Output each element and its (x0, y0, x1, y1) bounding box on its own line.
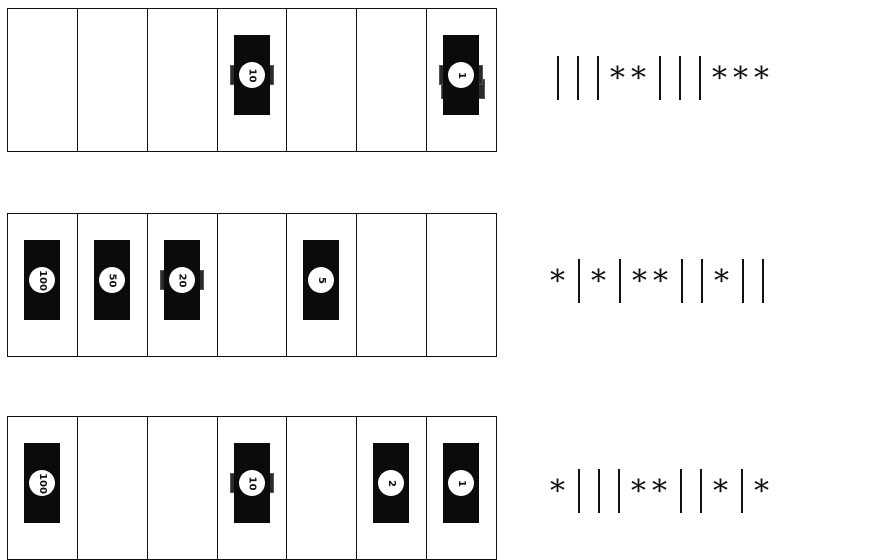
bar-symbol (598, 469, 600, 513)
tray-slot: 10 (218, 9, 288, 151)
coin-tray-row: 100 50 20 5 (7, 213, 497, 357)
bar-symbol (557, 56, 559, 100)
star-symbol: * (550, 474, 567, 509)
bar-symbol (742, 259, 744, 303)
bar-symbol (597, 56, 599, 100)
star-symbol: * (550, 264, 567, 299)
tray-slot (287, 9, 357, 151)
bar-symbol (701, 259, 703, 303)
star-symbol: * (733, 61, 750, 96)
denomination-label: 2 (386, 480, 397, 487)
coin-tray-row: 10 1 (7, 8, 497, 152)
denomination-label: 100 (37, 473, 48, 494)
tray-slot: 5 (287, 214, 357, 356)
star-symbol: * (631, 474, 648, 509)
bill-note: 100 (24, 240, 60, 320)
tray-slot: 10 (218, 417, 288, 559)
bar-symbol (699, 56, 701, 100)
bar-symbol (700, 469, 702, 513)
star-symbol: * (714, 264, 731, 299)
tray-slot: 2 (357, 417, 427, 559)
bill-note: 20 (164, 240, 200, 320)
bar-symbol (762, 259, 764, 303)
tray-slot: 20 (148, 214, 218, 356)
stars-and-bars-code: ***** (548, 256, 773, 306)
denomination-badge: 50 (99, 267, 125, 293)
denomination-badge: 10 (239, 62, 265, 88)
tray-slot (8, 9, 78, 151)
tray-slot (287, 417, 357, 559)
bill-note: 2 (373, 443, 409, 523)
denomination-label: 10 (246, 476, 257, 490)
denomination-badge: 100 (29, 267, 55, 293)
denomination-badge: 1 (448, 470, 474, 496)
star-symbol: * (653, 264, 670, 299)
star-symbol: * (754, 61, 771, 96)
bill-note: 5 (303, 240, 339, 320)
star-symbol: * (591, 264, 608, 299)
star-symbol: * (652, 474, 669, 509)
denomination-badge: 1 (448, 62, 474, 88)
star-symbol: * (631, 61, 648, 96)
bar-symbol (741, 469, 743, 513)
denomination-badge: 2 (378, 470, 404, 496)
bar-symbol (577, 56, 579, 100)
bar-symbol (578, 469, 580, 513)
star-symbol: * (632, 264, 649, 299)
tray-slot (427, 214, 496, 356)
tray-slot (218, 214, 288, 356)
bill-note: 10 (234, 443, 270, 523)
coin-tray-row: 100 10 2 1 (7, 416, 497, 560)
tray-slot: 1 (427, 417, 496, 559)
denomination-label: 1 (456, 480, 467, 487)
denomination-badge: 10 (239, 470, 265, 496)
denomination-badge: 20 (169, 267, 195, 293)
bill-note: 1 (443, 443, 479, 523)
stars-and-bars-code: ***** (548, 53, 773, 103)
bill-note: 10 (234, 35, 270, 115)
tray-slot (357, 214, 427, 356)
star-symbol: * (712, 61, 729, 96)
bar-symbol (681, 259, 683, 303)
stars-and-bars-code: ***** (548, 466, 773, 516)
denomination-label: 5 (316, 277, 327, 284)
star-symbol: * (754, 474, 771, 509)
tray-slot: 100 (8, 417, 78, 559)
tray-slot: 1 (427, 9, 496, 151)
bill-note: 50 (94, 240, 130, 320)
bar-symbol (619, 259, 621, 303)
bar-symbol (659, 56, 661, 100)
tray-slot: 100 (8, 214, 78, 356)
tray-slot (148, 9, 218, 151)
bar-symbol (679, 56, 681, 100)
tray-slot (148, 417, 218, 559)
star-symbol: * (610, 61, 627, 96)
bar-symbol (680, 469, 682, 513)
denomination-label: 1 (456, 72, 467, 79)
denomination-label: 50 (106, 273, 117, 287)
tray-slot (357, 9, 427, 151)
denomination-label: 100 (37, 270, 48, 291)
denomination-badge: 5 (308, 267, 334, 293)
tray-slot: 50 (78, 214, 148, 356)
star-symbol: * (713, 474, 730, 509)
tray-slot (78, 9, 148, 151)
bar-symbol (578, 259, 580, 303)
denomination-badge: 100 (29, 470, 55, 496)
denomination-label: 10 (246, 68, 257, 82)
bar-symbol (618, 469, 620, 513)
bill-note: 100 (24, 443, 60, 523)
tray-slot (78, 417, 148, 559)
bill-note: 1 (443, 35, 479, 115)
denomination-label: 20 (176, 273, 187, 287)
